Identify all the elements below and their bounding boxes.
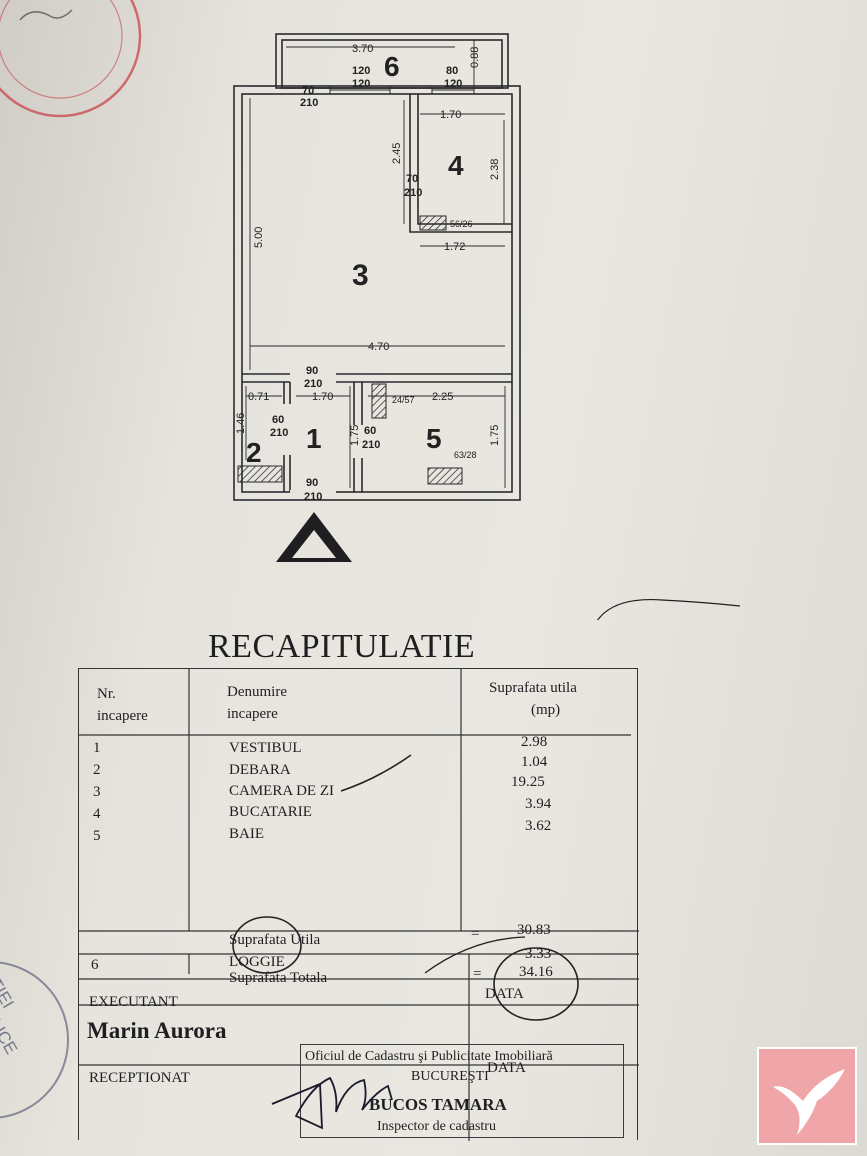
- duct-bath-bottom-label: 63/28: [454, 450, 477, 460]
- executant-label: EXECUTANT: [89, 994, 178, 1010]
- loggia-value: 3.33: [525, 946, 552, 962]
- row-2-nr: 2: [93, 762, 101, 778]
- dim-hall-width: 1.70: [312, 391, 333, 403]
- dim-kitchen-side: 2.45: [391, 143, 403, 164]
- executant-name: Marin Aurora: [87, 1018, 227, 1043]
- row-5-name: BAIE: [229, 826, 264, 842]
- floor-plan: 6 4 3 2 1 5 3.70 0.88 1.70 2.45 2.38 1.7…: [233, 33, 741, 620]
- row-5-area: 3.62: [525, 818, 552, 834]
- opening-kitchen-door-w: 70: [406, 173, 418, 185]
- brand-logo: [757, 1047, 857, 1145]
- row-3-nr: 3: [93, 784, 101, 800]
- stamp-city: BUCUREŞTI: [411, 1069, 489, 1084]
- opening-living-door-w: 90: [306, 365, 318, 377]
- dim-hall-depth: 1.75: [349, 425, 361, 446]
- total-area-eq: =: [473, 966, 482, 982]
- dim-storage-depth: 1.46: [235, 413, 247, 434]
- row-4-nr: 4: [93, 806, 101, 822]
- summary-table: Nr. incapere Denumire incapere Suprafata…: [78, 668, 639, 1141]
- header-area-2: (mp): [531, 702, 561, 718]
- useful-area-label: Suprafata Utila: [229, 932, 321, 948]
- row-1-nr: 1: [93, 740, 101, 756]
- stamp-name: BUCOS TAMARA: [369, 1095, 507, 1114]
- dim-loggia-depth: 0.88: [469, 47, 481, 68]
- dim-bath-width: 2.25: [432, 391, 453, 403]
- row-3-name: CAMERA DE ZI: [229, 783, 334, 799]
- dim-living-length: 5.00: [253, 227, 265, 248]
- duct-bath-top-label: 24/57: [392, 395, 415, 405]
- stamp-role: Inspector de cadastru: [377, 1119, 496, 1134]
- dim-kitchen-width: 1.70: [440, 109, 461, 121]
- header-area-1: Suprafata utila: [489, 680, 577, 696]
- opening-loggia-door-w: 70: [302, 85, 314, 97]
- opening-bath-door-h: 210: [362, 439, 380, 451]
- row-1-name: VESTIBUL: [229, 740, 302, 756]
- dim-kitchen-bottom: 1.72: [444, 241, 465, 253]
- duct-kitchen: [419, 215, 447, 231]
- pen-stroke: [597, 598, 741, 620]
- dim-bath-depth: 1.75: [489, 425, 501, 446]
- opening-window-h: 120: [352, 78, 370, 90]
- table-grid: [79, 669, 639, 1141]
- row-2-area: 1.04: [521, 754, 548, 770]
- opening-window-w: 120: [352, 65, 370, 77]
- room-5-number: 5: [426, 423, 442, 454]
- total-area-label: Suprafata Totala: [229, 970, 328, 986]
- loggia-nr: 6: [91, 957, 99, 973]
- duct-bath-bottom: [427, 467, 463, 485]
- opening-entrance-w: 90: [306, 477, 318, 489]
- bird-logo-icon: [773, 1069, 845, 1135]
- total-area-value: 34.16: [519, 964, 553, 980]
- circle-mark-total: [493, 947, 579, 1021]
- receptionat-label: RECEPTIONAT: [89, 1070, 190, 1086]
- check-mark: [340, 754, 412, 792]
- duct-storage: [237, 465, 283, 483]
- room-1-number: 1: [306, 423, 322, 454]
- duct-kitchen-label: 56/26: [450, 219, 473, 229]
- opening-storage-door-h: 210: [270, 427, 288, 439]
- receptionat-date-label: DATA: [487, 1060, 526, 1076]
- circle-mark-useful: [232, 916, 302, 974]
- stamp-office: Oficiul de Cadastru şi Publicitate Imobi…: [305, 1049, 553, 1064]
- opening-kitchen-door-h: 210: [404, 187, 422, 199]
- room-2-number: 2: [246, 437, 262, 468]
- header-nr-1: Nr.: [97, 686, 116, 702]
- opening-window2-w: 80: [446, 65, 458, 77]
- row-5-nr: 5: [93, 828, 101, 844]
- opening-window2-h: 120: [444, 78, 462, 90]
- inspector-stamp: Oficiul de Cadastru şi Publicitate Imobi…: [300, 1044, 624, 1138]
- header-name-1: Denumire: [227, 684, 287, 700]
- room-6-number: 6: [384, 51, 400, 82]
- loggia-label: LOGGIE: [229, 954, 285, 970]
- page-title: RECAPITULATIE: [208, 628, 476, 665]
- dim-storage-width: 0.71: [248, 391, 269, 403]
- opening-living-door-h: 210: [304, 378, 322, 390]
- dim-living-width: 4.70: [368, 341, 389, 353]
- room-3-number: 3: [352, 259, 369, 292]
- useful-area-eq: =: [471, 926, 480, 942]
- row-3-area: 19.25: [511, 774, 545, 790]
- dim-loggia-width: 3.70: [352, 43, 373, 55]
- opening-entrance-h: 210: [304, 491, 322, 503]
- room-4-number: 4: [448, 150, 464, 181]
- row-4-name: BUCATARIE: [229, 804, 312, 820]
- opening-loggia-door-h: 210: [300, 97, 318, 109]
- row-1-area: 2.98: [521, 734, 548, 750]
- header-nr-2: incapere: [97, 708, 148, 724]
- dim-kitchen-depth: 2.38: [489, 159, 501, 180]
- row-4-area: 3.94: [525, 796, 552, 812]
- duct-bath-top: [371, 383, 387, 419]
- row-2-name: DEBARA: [229, 762, 291, 778]
- header-name-2: incapere: [227, 706, 278, 722]
- opening-storage-door-w: 60: [272, 414, 284, 426]
- opening-bath-door-w: 60: [364, 425, 376, 437]
- useful-area-value: 30.83: [517, 922, 551, 938]
- executant-date-label: DATA: [485, 986, 524, 1002]
